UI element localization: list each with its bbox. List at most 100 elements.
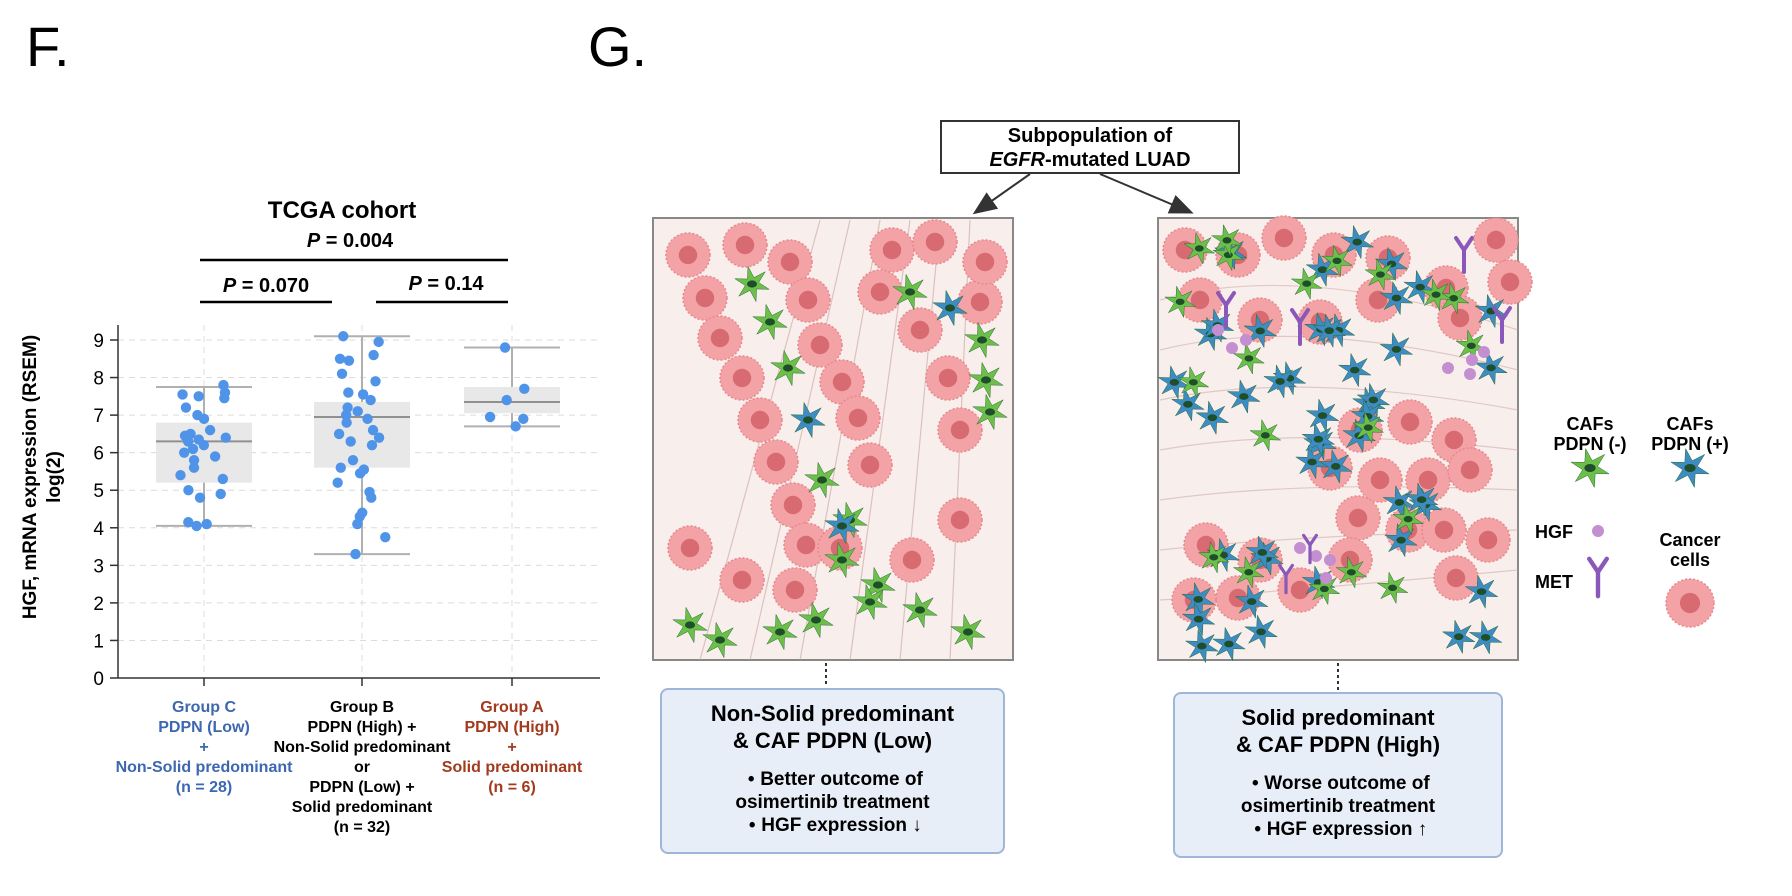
- group-label-line: Solid predominant: [291, 799, 433, 816]
- data-point: [215, 488, 226, 500]
- data-point: [198, 413, 210, 425]
- met-receptor: [1492, 306, 1512, 344]
- data-point: [343, 355, 355, 366]
- caf-pdpn-pos-nucleus: [1193, 615, 1204, 623]
- data-point: [352, 518, 363, 530]
- data-point: [354, 468, 366, 479]
- data-point: [350, 548, 361, 560]
- cancer-cell-nucleus: [1486, 230, 1506, 250]
- group-label-line: or: [354, 759, 370, 776]
- caf-pdpn-neg-nucleus: [816, 476, 828, 484]
- cancer-cell-nucleus: [1446, 568, 1466, 588]
- group-label-line: Group B: [330, 699, 394, 716]
- cancer-cell-nucleus: [732, 368, 752, 388]
- caf-pdpn-neg-nucleus: [1431, 291, 1441, 298]
- cancer-cell-nucleus: [1500, 272, 1520, 292]
- cancer-cell-nucleus: [785, 580, 805, 600]
- data-point: [365, 394, 376, 406]
- hgf-molecule: [1478, 346, 1490, 358]
- data-point: [180, 402, 192, 413]
- group-label-line: PDPN (High): [464, 719, 560, 736]
- caf-pdpn-neg-nucleus: [746, 280, 758, 288]
- box-strip-chart: TCGA cohort HGF, mRNA expression (RSEM) …: [20, 197, 600, 690]
- caf-pdpn-neg-nucleus: [1346, 569, 1356, 576]
- data-point: [177, 389, 188, 400]
- data-point: [183, 516, 194, 528]
- met-receptor: [1278, 563, 1294, 595]
- caf-pdpn-neg-nucleus: [1175, 298, 1185, 305]
- group-label-line: +: [507, 739, 517, 756]
- summary-left-b2: HGF expression ↓: [761, 815, 922, 836]
- met-receptor: [1587, 556, 1609, 599]
- caf-pdpn-pos-nucleus: [1317, 412, 1328, 420]
- legend-cafs-neg-2: PDPN (-): [1553, 434, 1627, 454]
- cancer-cell-nucleus: [882, 240, 902, 260]
- subpopulation-line1: Subpopulation of: [1007, 125, 1173, 147]
- data-point: [347, 454, 359, 466]
- data-point: [193, 391, 204, 402]
- cancer-cell-nucleus: [680, 538, 700, 558]
- caf-pdpn-neg-nucleus: [1194, 245, 1204, 252]
- caf-pdpn-neg-nucleus: [836, 556, 848, 564]
- caf-pdpn-pos-nucleus: [1224, 640, 1234, 648]
- cancer-cell-nucleus: [848, 408, 868, 428]
- data-point: [333, 428, 345, 440]
- summary-right-bullet-2: •HGF expression ↑: [1254, 819, 1428, 840]
- cancer-cell-nucleus: [1274, 228, 1294, 248]
- caf-pdpn-neg-nucleus: [1449, 295, 1459, 302]
- caf-pdpn-pos-nucleus: [1246, 598, 1257, 605]
- data-point: [366, 492, 377, 503]
- caf-pdpn-neg-nucleus: [864, 598, 876, 606]
- y-axis-label: HGF, mRNA expression (RSEM) log(2): [20, 335, 65, 619]
- cancer-cell-nucleus: [1340, 550, 1360, 570]
- summary-right-title-1: Solid predominant: [1241, 705, 1435, 730]
- cancer-cell-nucleus: [783, 495, 803, 515]
- subpopulation-line2: EGFR-mutated LUAD: [942, 148, 1238, 172]
- box-iqr: [464, 386, 560, 414]
- caf-pdpn-pos-nucleus: [1352, 238, 1362, 246]
- cancer-cell-nucleus: [1190, 290, 1210, 310]
- cancer-cell-nucleus: [938, 368, 958, 388]
- data-point: [194, 492, 206, 503]
- caf-pdpn-neg-nucleus: [914, 606, 926, 614]
- caf-pdpn-neg-nucleus: [714, 636, 726, 644]
- y-tick-label: 2: [93, 594, 104, 615]
- caf-pdpn-neg-nucleus: [1244, 569, 1254, 576]
- cancer-cell-nucleus: [695, 288, 715, 308]
- data-point: [370, 376, 381, 387]
- group-label-line: (n = 32): [333, 819, 391, 836]
- tissue-left-cells: [665, 219, 1009, 661]
- arrow-right: [1099, 173, 1194, 214]
- cancer-cell-nucleus: [710, 328, 730, 348]
- group-label-line: PDPN (Low): [158, 719, 250, 736]
- y-tick-label: 7: [93, 406, 104, 427]
- summary-box-left: Non-Solid predominant& CAF PDPN (Low) •B…: [660, 688, 1005, 854]
- caf-pdpn-neg-nucleus: [1332, 257, 1342, 265]
- caf-pdpn-pos-nucleus: [1416, 496, 1427, 504]
- arrow-left: [972, 173, 1031, 215]
- caf-pdpn-neg-nucleus: [782, 364, 794, 372]
- summary-right-b2: HGF expression ↑: [1266, 819, 1428, 840]
- data-points: [175, 331, 530, 560]
- data-point: [201, 518, 212, 530]
- data-point: [367, 424, 379, 436]
- caf-pdpn-pos-nucleus: [1415, 283, 1425, 291]
- p-value-label: P = 0.070: [223, 275, 309, 297]
- cancer-cell-nucleus: [735, 235, 755, 255]
- caf-pdpn-neg-nucleus: [984, 408, 996, 416]
- data-point: [341, 409, 352, 421]
- cancer-cell-nucleus: [860, 455, 880, 475]
- cancer-cell-nucleus: [750, 410, 770, 430]
- data-point: [352, 406, 363, 417]
- summary-left-title-2: & CAF PDPN (Low): [732, 728, 933, 753]
- y-tick-label: 4: [93, 519, 104, 540]
